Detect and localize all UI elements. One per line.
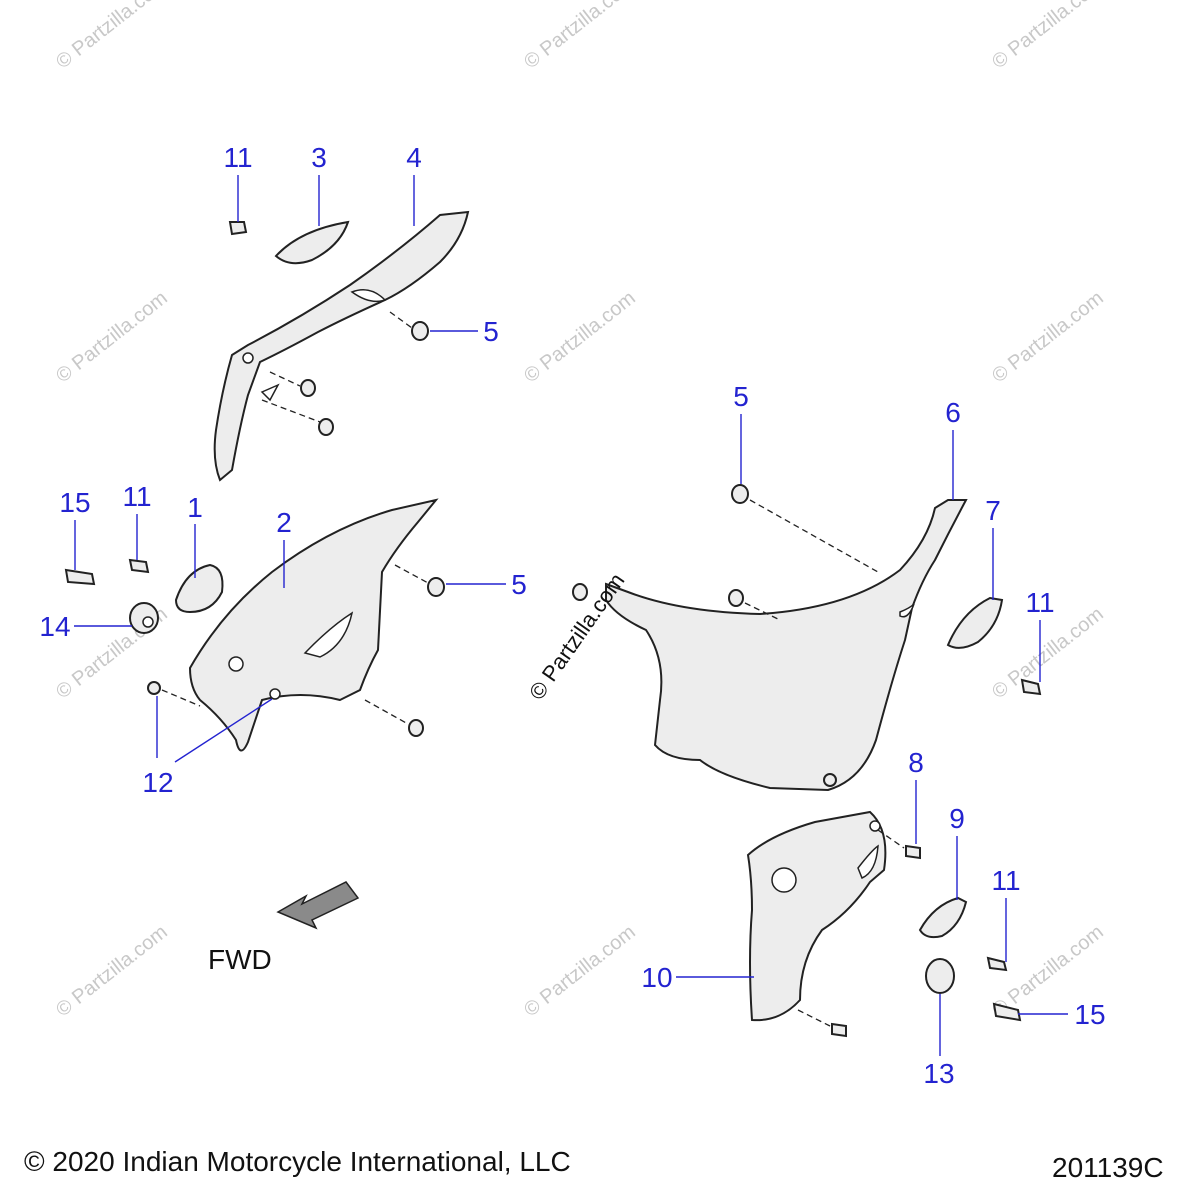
callout-4: 4 <box>406 142 422 173</box>
callout-11: 11 <box>991 865 1021 896</box>
callout-3: 3 <box>311 142 327 173</box>
callout-9: 9 <box>949 803 965 834</box>
part-5-grommet <box>728 589 744 607</box>
callout-5: 5 <box>511 569 527 600</box>
callout-8: 8 <box>908 747 924 778</box>
callout-2: 2 <box>276 507 292 538</box>
callout-15: 15 <box>1074 999 1106 1030</box>
part-10-mount-hole <box>869 820 881 832</box>
part-5-grommet <box>408 719 424 737</box>
callout-10: 10 <box>641 962 673 993</box>
part-11-screw <box>128 558 150 574</box>
part-13-bushing <box>925 958 955 994</box>
part-4-slot <box>350 289 387 303</box>
callout-5: 5 <box>733 381 749 412</box>
part-9-trim <box>918 896 968 939</box>
part-12-nut <box>147 681 161 695</box>
part-15-bolt <box>992 1002 1022 1022</box>
part-11-screw <box>986 956 1008 972</box>
part-6-side-cover-right <box>605 499 968 792</box>
part-5-grommet <box>731 484 749 504</box>
part-10-mount-hole <box>771 867 797 893</box>
part-5-grommet <box>411 321 429 341</box>
part-2-vent <box>303 611 354 658</box>
leader-lines <box>74 175 1068 1056</box>
part-2-mount-hole <box>269 688 281 700</box>
callout-6: 6 <box>945 397 961 428</box>
callout-15: 15 <box>59 487 91 518</box>
callout-14: 14 <box>39 611 71 642</box>
callout-5: 5 <box>483 316 499 347</box>
part-11-screw <box>1020 678 1042 696</box>
fwd-label: FWD <box>208 944 272 975</box>
part-1-trim <box>174 563 224 614</box>
part-15-bolt <box>64 568 96 586</box>
part-8-screw <box>905 844 921 860</box>
part-5-grommet <box>300 379 316 397</box>
part-3-trim <box>274 220 350 265</box>
callout-1: 1 <box>187 492 203 523</box>
part-5-grommet <box>318 418 334 436</box>
part-14-bore <box>142 616 154 628</box>
callout-12: 12 <box>142 767 174 798</box>
part-4-mount-tab <box>260 383 280 402</box>
part-4-mount-hole <box>242 352 254 364</box>
part-4-frame-cover-upper <box>213 210 470 482</box>
part-11-screw <box>228 221 248 236</box>
diagram-code: 201139C <box>1052 1152 1164 1183</box>
part-2-side-cover-left <box>188 498 439 752</box>
callout-7: 7 <box>985 495 1001 526</box>
part-5-grommet <box>572 583 588 601</box>
part-2-mount-hole <box>228 656 244 672</box>
callout-13: 13 <box>923 1058 955 1089</box>
callout-11: 11 <box>122 481 152 512</box>
part-8-screw <box>831 1022 847 1038</box>
part-10-lower-cover-right <box>746 810 887 1022</box>
part-10-vent <box>857 844 879 879</box>
part-7-trim <box>946 596 1004 649</box>
part-5-grommet <box>823 773 837 787</box>
callout-11: 11 <box>223 142 253 173</box>
fwd-arrow <box>276 881 360 930</box>
part-6-notch <box>899 603 915 618</box>
callout-11: 11 <box>1025 587 1055 618</box>
part-5-grommet <box>427 577 445 597</box>
copyright-notice: © 2020 Indian Motorcycle International, … <box>24 1146 571 1177</box>
